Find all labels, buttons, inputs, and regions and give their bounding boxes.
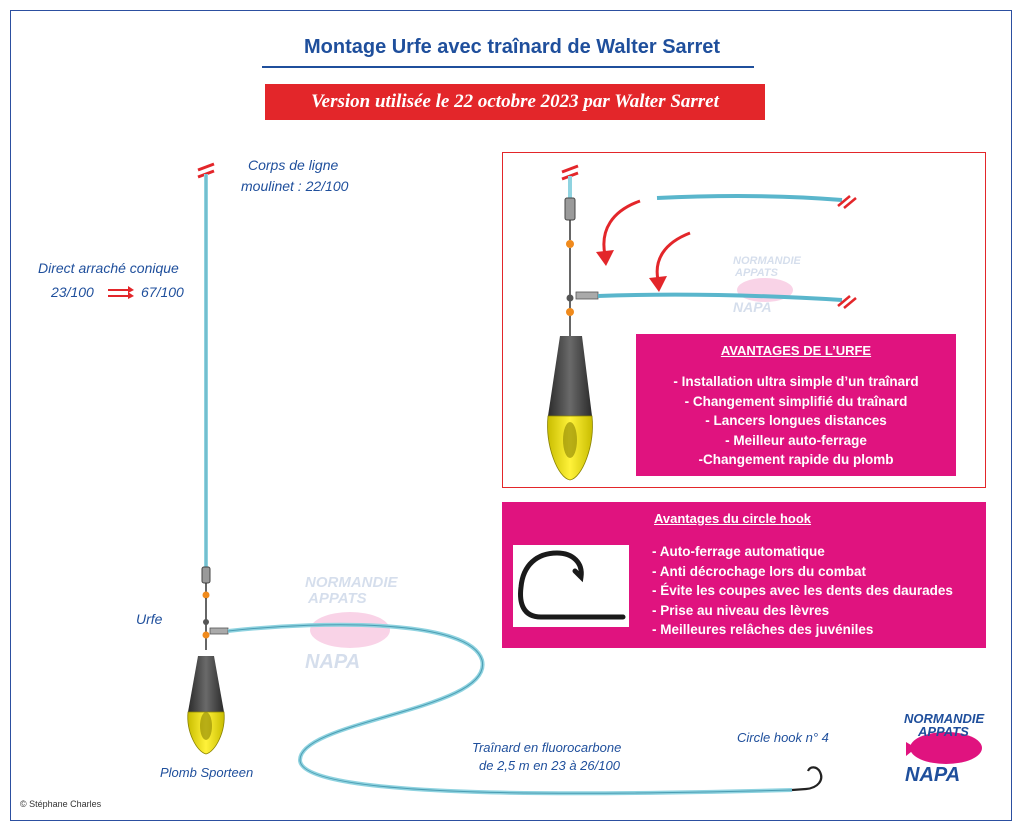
trainard-label-1: Traînard en fluorocarbone	[472, 740, 622, 755]
urfe-ring	[203, 619, 209, 625]
svg-text:APPATS: APPATS	[307, 590, 367, 607]
copyright: © Stéphane Charles	[20, 799, 102, 809]
logo-line1: NORMANDIE	[904, 711, 985, 726]
left-rig	[187, 162, 823, 796]
avantages-hook-box: Avantages du circle hook - Auto-ferrage …	[502, 502, 986, 648]
svg-text:NAPA: NAPA	[305, 651, 360, 673]
svg-text:NAPA: NAPA	[733, 299, 772, 315]
circle-hook-icon	[518, 550, 626, 620]
list-item: - Meilleures relâches des juvéniles	[652, 622, 874, 637]
svg-text:NORMANDIE: NORMANDIE	[305, 574, 398, 591]
bead	[202, 631, 210, 639]
plomb-label: Plomb Sporteen	[160, 765, 254, 780]
napa-logo	[906, 732, 982, 764]
watermark-logo: NORMANDIE APPATS NAPA	[305, 574, 398, 673]
direct-label: Direct arraché conique	[38, 260, 179, 276]
svg-text:APPATS: APPATS	[734, 267, 779, 279]
avantages-hook-heading: Avantages du circle hook	[654, 511, 812, 526]
direct-from: 23/100	[51, 284, 94, 300]
logo-line3: NAPA	[905, 764, 961, 786]
list-item: -Changement rapide du plomb	[698, 452, 894, 467]
logo-line2: APPATS	[918, 724, 969, 739]
circle-hook-label: Circle hook n° 4	[737, 730, 829, 745]
list-item: - Évite les coupes avec les dents des da…	[652, 583, 953, 598]
svg-text:NORMANDIE: NORMANDIE	[733, 255, 801, 267]
arrow-icon	[108, 286, 134, 299]
trainard-label-2: de 2,5 m en 23 à 26/100	[479, 758, 620, 773]
avantages-urfe-box: AVANTAGES DE L’URFE - Installation ultra…	[636, 334, 956, 476]
lead-body	[188, 656, 224, 712]
title-underline	[262, 66, 754, 68]
list-item: - Prise au niveau des lèvres	[652, 602, 830, 618]
swivel	[201, 566, 211, 584]
inset-frame	[502, 152, 986, 488]
list-item: - Meilleur auto-ferrage	[725, 432, 867, 448]
urfe-label: Urfe	[136, 611, 163, 627]
page-title: Montage Urfe avec traînard de Walter Sar…	[303, 36, 721, 58]
direct-to: 67/100	[141, 284, 184, 300]
inset-rig	[547, 164, 857, 481]
list-item: - Changement simplifié du traînard	[684, 393, 908, 409]
corps-label-1: Corps de ligne	[248, 157, 339, 173]
corps-label-2: moulinet : 22/100	[241, 178, 349, 194]
diagram-frame	[10, 10, 1012, 821]
list-item: - Installation ultra simple d’un traînar…	[673, 374, 919, 389]
circle-hook-image	[513, 545, 629, 627]
circle-hook	[791, 766, 823, 792]
version-banner: Version utilisée le 22 octobre 2023 par …	[265, 84, 765, 120]
bead	[202, 591, 210, 599]
list-item: - Anti décrochage lors du combat	[652, 563, 867, 579]
list-item: - Auto-ferrage automatique	[652, 544, 825, 559]
avantages-urfe-heading: AVANTAGES DE L’URFE	[720, 343, 872, 358]
list-item: - Lancers longues distances	[705, 413, 887, 428]
